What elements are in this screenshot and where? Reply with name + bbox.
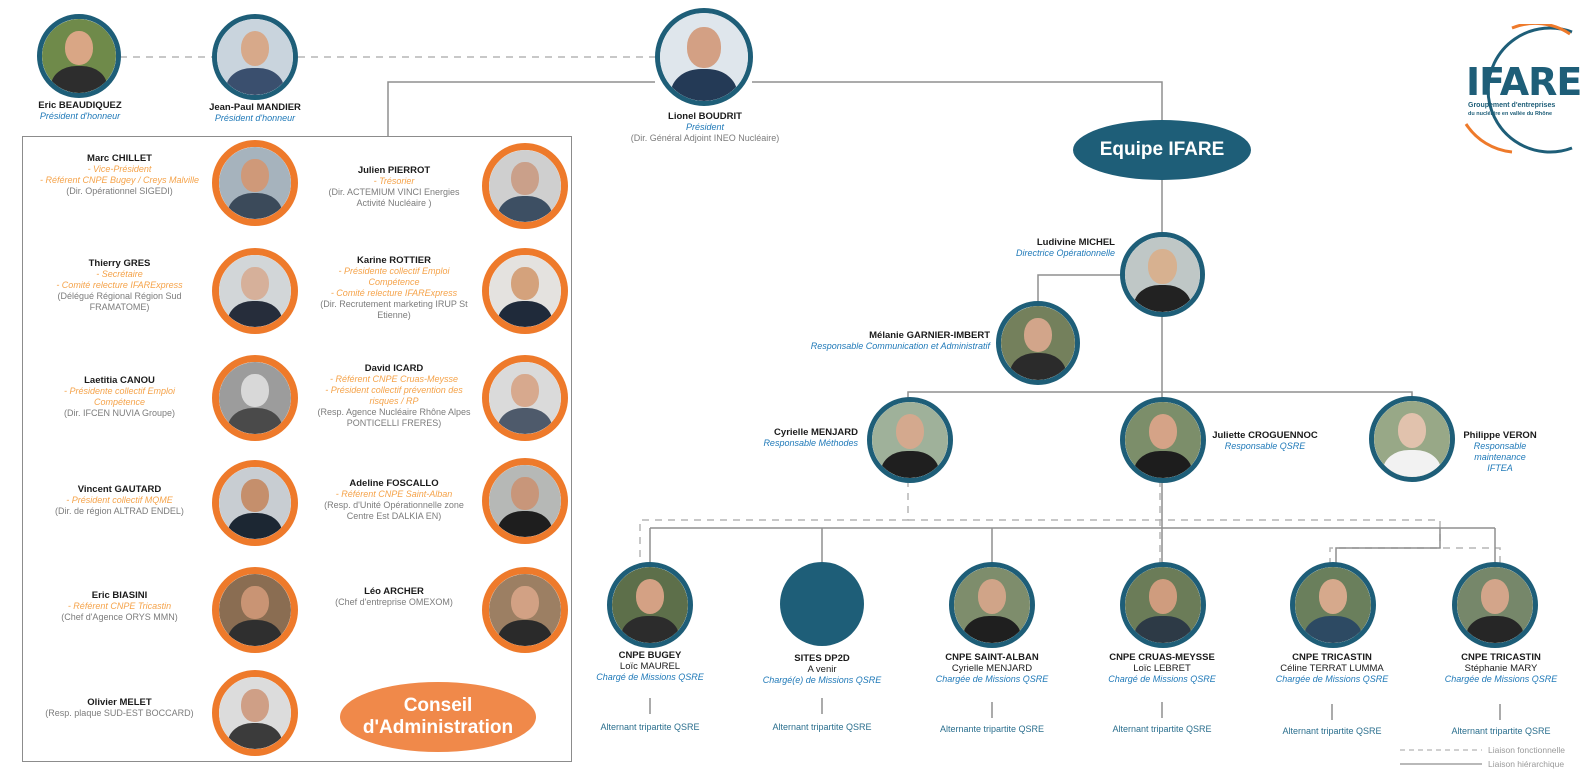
honorary-1-label: Eric BEAUDIQUEZ Président d'honneur [38, 100, 122, 121]
site-3-alternant: Alternante tripartite QSRE [939, 724, 1045, 734]
board-box [22, 136, 572, 762]
avatar-julien-pierrot [482, 143, 568, 229]
board-left-1-label: Marc CHILLET - Vice-Président - Référent… [39, 153, 200, 196]
avatar-laetitia-canou [212, 355, 298, 441]
president-label: Lionel BOUDRIT Président (Dir. Général A… [630, 111, 780, 143]
avatar-cyrielle-menjard [867, 397, 953, 483]
avatar-stephanie-mary [1452, 562, 1538, 648]
site-1-alternant: Alternant tripartite QSRE [600, 722, 700, 732]
avatar-loic-lebret [1120, 562, 1206, 648]
avatar-loic-maurel [607, 562, 693, 648]
board-left-5-label: Eric BIASINI - Référent CNPE Tricastin (… [61, 590, 178, 622]
site-4-alternant: Alternant tripartite QSRE [1112, 724, 1212, 734]
board-right-1-label: Julien PIERROT - Trésorier (Dir. ACTEMIU… [328, 165, 460, 208]
avatar-leo-archer [482, 567, 568, 653]
avatar-eric-biasini [212, 567, 298, 653]
avatar-ludivine-michel [1120, 232, 1205, 317]
avatar-olivier-melet [212, 670, 298, 756]
avatar-vincent-gautard [212, 460, 298, 546]
legend-hierarchical: Liaison hiérarchique [1488, 759, 1565, 769]
board-right-5-label: Léo ARCHER (Chef d'entreprise OMEXOM) [335, 586, 453, 607]
board-left-2-label: Thierry GRES - Secrétaire - Comité relec… [56, 258, 183, 312]
board-right-4-label: Adeline FOSCALLO - Référent CNPE Saint-A… [324, 478, 464, 521]
avatar-philippe-veron [1369, 396, 1455, 482]
board-left-4-label: Vincent GAUTARD - Président collectif MQ… [55, 484, 184, 516]
juliette-label: Juliette CROGUENNOC Responsable QSRE [1212, 430, 1318, 451]
logo-ring-icon [1464, 21, 1573, 154]
avatar-karine-rottier [482, 248, 568, 334]
ludivine-label: Ludivine MICHEL Directrice Opérationnell… [1015, 237, 1115, 258]
avatar-melanie-garnier-imbert [996, 301, 1080, 385]
avatar-juliette-croguennoc [1120, 397, 1206, 483]
board-right-2-label: Karine ROTTIER - Présidente collectif Em… [320, 255, 468, 320]
honorary-2-label: Jean-Paul MANDIER Président d'honneur [209, 102, 301, 123]
site-1-label: CNPE BUGEY Loïc MAUREL Chargé de Mission… [596, 650, 704, 682]
site-6-alternant: Alternant tripartite QSRE [1451, 726, 1551, 736]
melanie-label: Mélanie GARNIER-IMBERT Responsable Commu… [810, 330, 990, 351]
site-3-label: CNPE SAINT-ALBAN Cyrielle MENJARD Chargé… [935, 652, 1049, 684]
site-6-label: CNPE TRICASTIN Stéphanie MARY Chargée de… [1444, 652, 1558, 684]
avatar-marc-chillet [212, 140, 298, 226]
board-title-pill: Conseil d'Administration [340, 682, 536, 752]
avatar-celine-terrat-lumma [1290, 562, 1376, 648]
board-left-6-label: Olivier MELET (Resp. plaque SUD-EST BOCC… [45, 697, 194, 718]
avatar-david-icard [482, 355, 568, 441]
ifare-logo: IFARE Groupement d'entreprises du nucléa… [1452, 21, 1589, 156]
board-left-3-label: Laetitia CANOU - Présidente collectif Em… [63, 375, 176, 418]
avatar-cyrielle-menjard-site [949, 562, 1035, 648]
philippe-label: Philippe VERON Responsable maintenance I… [1463, 430, 1537, 473]
avatar-adeline-foscallo [482, 458, 568, 544]
team-title-pill: Equipe IFARE [1073, 120, 1251, 180]
site-2-alternant: Alternant tripartite QSRE [772, 722, 872, 732]
legend-functional: Liaison fonctionnelle [1488, 745, 1566, 755]
avatar-thierry-gres [212, 248, 298, 334]
site-4-label: CNPE CRUAS-MEYSSE Loïc LEBRET Chargé de … [1108, 652, 1216, 684]
avatar-lionel-boudrit [655, 8, 753, 106]
site-5-alternant: Alternant tripartite QSRE [1282, 726, 1382, 736]
board-right-3-label: David ICARD - Référent CNPE Cruas-Meysse… [317, 363, 471, 428]
avatar-placeholder-dp2d [780, 562, 864, 646]
cyrielle-label: Cyrielle MENJARD Responsable Méthodes [763, 427, 858, 448]
site-2-label: SITES DP2D A venir Chargé(e) de Missions… [762, 653, 882, 685]
avatar-eric-beaudiquez [37, 14, 121, 98]
avatar-jean-paul-mandier [212, 14, 298, 100]
site-5-label: CNPE TRICASTIN Céline TERRAT LUMMA Charg… [1275, 652, 1389, 684]
